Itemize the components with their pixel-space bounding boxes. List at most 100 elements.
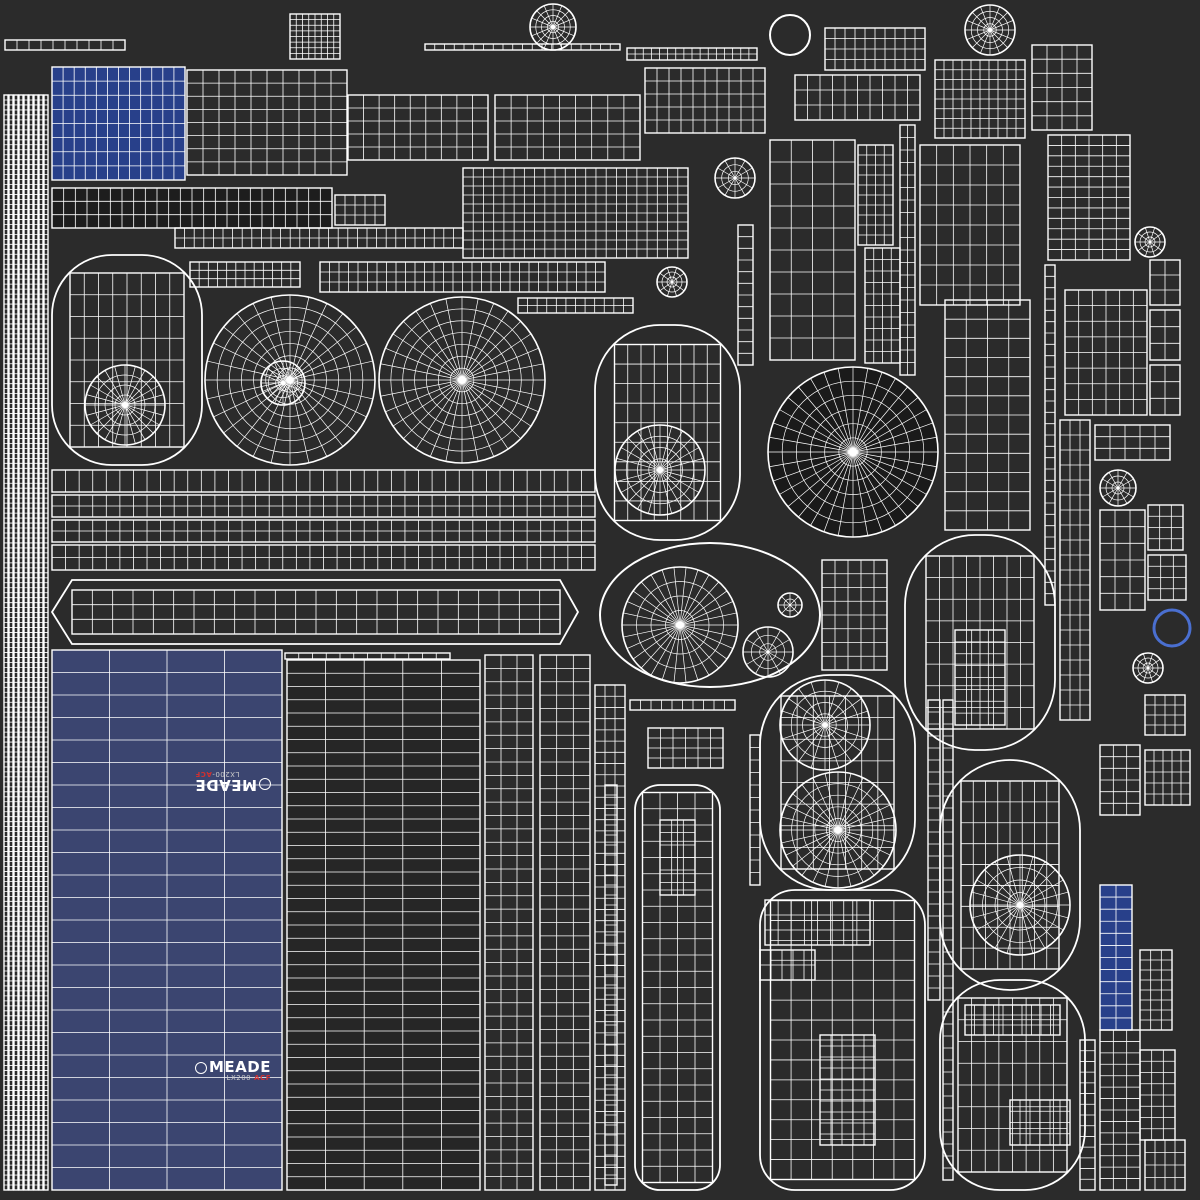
uv-island <box>927 699 941 1001</box>
uv-grid-lines <box>16 40 114 50</box>
uv-disc-ring <box>541 15 565 39</box>
uv-disc-spokes <box>780 772 896 888</box>
uv-disc-ring <box>241 331 339 429</box>
logo-brand: MEADE <box>209 1058 271 1076</box>
uv-grid-lines <box>24 99 28 1186</box>
uv-disc-ring <box>94 374 156 436</box>
uv-disc-ring <box>824 423 882 481</box>
uv-disc-spokes <box>85 365 165 445</box>
uv-disc-ring <box>813 713 837 737</box>
uv-grid-lines <box>19 99 23 1186</box>
meade-badge-icon <box>258 778 271 791</box>
uv-grid-lines <box>645 68 765 133</box>
uv-grid-lines <box>39 99 43 1186</box>
uv-grid-lines <box>1032 45 1092 130</box>
logo-model: LX200- <box>226 1074 255 1082</box>
logo-suffix: ACF <box>195 770 212 778</box>
uv-disc-ring <box>636 581 724 669</box>
uv-disc-spokes <box>615 425 705 515</box>
uv-disc-ring <box>277 367 303 393</box>
uv-disc-ring <box>983 23 997 37</box>
uv-disc-ring <box>970 10 1010 50</box>
uv-grid-lines <box>642 792 713 1183</box>
uv-disc-ring <box>1007 892 1033 918</box>
uv-disc-ring <box>275 375 291 391</box>
uv-disc-spokes <box>743 627 793 677</box>
uv-disc-spokes <box>205 295 375 465</box>
uv-disc-spokes <box>261 361 305 405</box>
uv-shell <box>51 254 203 466</box>
uv-disc-ring <box>1105 475 1131 501</box>
uv-grid-lines <box>485 655 533 1190</box>
uv-disc-ring <box>783 598 797 612</box>
uv-disc-spokes <box>657 267 687 297</box>
uv-grid-lines <box>961 781 1059 969</box>
uv-grid-lines <box>320 262 605 292</box>
uv-disc-spokes <box>970 855 1070 955</box>
uv-grid-lines <box>495 95 640 160</box>
uv-grid-lines <box>1010 1100 1070 1145</box>
uv-grid-lines <box>34 99 38 1186</box>
uv-island <box>594 684 626 1191</box>
logo-suffix: ACF <box>254 1074 271 1082</box>
uv-hex-bar <box>50 579 580 645</box>
uv-grid-lines <box>1045 275 1055 595</box>
uv-grid-lines <box>187 70 347 175</box>
uv-disc-spokes <box>1100 470 1136 506</box>
uv-disc-ring <box>826 818 850 842</box>
uv-disc-ring <box>1111 481 1125 495</box>
uv-ring <box>769 14 811 56</box>
uv-grid-lines <box>760 950 815 980</box>
uv-grid-lines <box>640 700 725 710</box>
uv-disc-ring <box>838 437 868 467</box>
uv-disc-ring <box>781 380 925 524</box>
uv-ring <box>1152 608 1192 648</box>
uv-grid-lines <box>1060 420 1090 720</box>
uv-disc-ring <box>814 806 862 854</box>
uv-island <box>1094 424 1171 461</box>
uv-grid-lines <box>660 820 695 895</box>
uv-grid-lines <box>1100 1030 1140 1190</box>
uv-grid-lines <box>614 344 721 521</box>
meade-logo-flipped: MEADE LX200-ACF <box>195 770 271 794</box>
uv-grid-lines <box>858 145 893 245</box>
uv-grid-lines <box>52 495 595 517</box>
uv-grid-lines <box>52 67 185 180</box>
uv-shell <box>634 784 721 1191</box>
uv-grid-lines <box>926 556 1034 729</box>
uv-grid-lines <box>1065 290 1147 415</box>
uv-grid-lines <box>935 60 1025 138</box>
uv-disc-ring <box>977 17 1003 43</box>
uv-grid-lines <box>1145 695 1185 735</box>
uv-shell <box>594 324 741 541</box>
uv-grid-lines <box>955 630 1005 725</box>
uv-disc-ring <box>253 343 327 417</box>
uv-disc-ring <box>795 394 911 510</box>
uv-disc-spokes <box>379 297 545 463</box>
uv-shell <box>939 979 1086 1191</box>
logo-model: LX200- <box>211 770 240 778</box>
uv-disc-ring <box>802 794 874 866</box>
uv-disc-ring <box>228 318 352 442</box>
uv-disc-ring <box>1137 657 1159 679</box>
uv-grid-lines <box>1080 1050 1095 1180</box>
uv-disc-spokes <box>778 593 802 617</box>
uv-grid-lines <box>348 95 488 160</box>
uv-grid-lines <box>627 48 757 60</box>
uv-island <box>347 94 489 161</box>
uv-grid-lines <box>825 28 925 70</box>
uv-disc-ring <box>1142 662 1154 674</box>
meade-logo: MEADE LX200-ACF <box>195 1060 271 1082</box>
uv-disc-ring <box>650 595 710 655</box>
uv-disc-ring <box>267 367 299 399</box>
uv-disc-ring <box>104 384 146 426</box>
uv-grid-lines <box>920 145 1020 305</box>
uv-shell <box>904 534 1056 751</box>
uv-grid-lines <box>820 1035 875 1145</box>
uv-disc-ring <box>625 435 695 505</box>
uv-disc-ring <box>637 447 683 493</box>
uv-grid-lines <box>1140 1050 1175 1140</box>
uv-disc-spokes <box>1135 227 1165 257</box>
uv-grid-lines <box>1150 310 1180 360</box>
